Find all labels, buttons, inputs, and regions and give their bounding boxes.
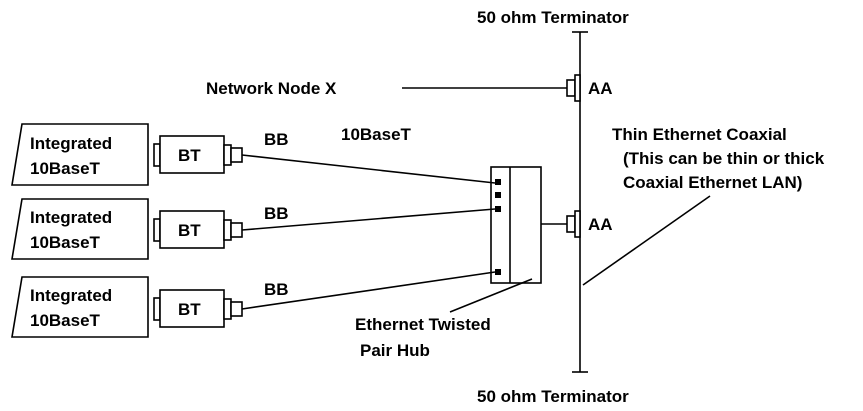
connector-aa-top bbox=[566, 79, 576, 97]
twisted-pair-cable-1 bbox=[241, 154, 496, 184]
hub-leader-line bbox=[449, 278, 533, 313]
hub-label-line2: Pair Hub bbox=[360, 341, 430, 360]
ethernet-hub bbox=[490, 166, 542, 284]
hub-port-2 bbox=[495, 192, 501, 198]
network-node-label: Network Node X bbox=[206, 79, 337, 98]
terminator-top-label: 50 ohm Terminator bbox=[477, 8, 629, 27]
device-1-label-line2: 10BaseT bbox=[30, 159, 101, 178]
hub-label-line1: Ethernet Twisted bbox=[355, 315, 491, 334]
device-2-connector bbox=[153, 218, 161, 242]
device-2-label-line2: 10BaseT bbox=[30, 233, 101, 252]
transceiver-bt-3-tip bbox=[230, 301, 243, 317]
transceiver-bt-3-plug bbox=[223, 298, 232, 320]
device-3-label-line1: Integrated bbox=[30, 286, 112, 305]
hub-port-3 bbox=[495, 206, 501, 212]
cable-bb-3-label: BB bbox=[264, 280, 289, 299]
device-3-connector bbox=[153, 297, 161, 321]
transceiver-bt-3-label: BT bbox=[178, 300, 201, 319]
connector-aa-mid-label: AA bbox=[588, 215, 613, 234]
terminator-bottom-label: 50 ohm Terminator bbox=[477, 387, 629, 406]
hub-port-4 bbox=[495, 269, 501, 275]
hub-port-1 bbox=[495, 179, 501, 185]
integrated-device-1 bbox=[11, 123, 149, 186]
transceiver-bt-2-label: BT bbox=[178, 221, 201, 240]
transceiver-bt-2-plug bbox=[223, 219, 232, 241]
cable-bb-2-label: BB bbox=[264, 204, 289, 223]
connector-aa-top-label: AA bbox=[588, 79, 613, 98]
transceiver-bt-1-tip bbox=[230, 147, 243, 163]
cable-bb-1-label: BB bbox=[264, 130, 289, 149]
coax-label-line3: Coaxial Ethernet LAN) bbox=[623, 173, 802, 192]
twisted-pair-cable-3 bbox=[241, 271, 496, 310]
connector-aa-top-plug bbox=[574, 74, 581, 102]
device-3-label-line2: 10BaseT bbox=[30, 311, 101, 330]
integrated-device-2 bbox=[11, 198, 149, 260]
connector-aa-mid bbox=[566, 215, 576, 233]
station-1: Integrated 10BaseT BT BB bbox=[11, 123, 496, 186]
device-1-connector bbox=[153, 143, 161, 167]
station-2: Integrated 10BaseT BT BB bbox=[11, 198, 496, 260]
coax-leader-line bbox=[582, 195, 711, 286]
connector-aa-mid-plug bbox=[574, 210, 581, 238]
station-3: Integrated 10BaseT BT BB bbox=[11, 271, 496, 338]
device-1-label-line1: Integrated bbox=[30, 134, 112, 153]
twisted-pair-cable-2 bbox=[241, 208, 496, 231]
tenbaset-label: 10BaseT bbox=[341, 125, 412, 144]
transceiver-bt-1-label: BT bbox=[178, 146, 201, 165]
transceiver-bt-2-tip bbox=[230, 222, 243, 238]
coax-label-line1: Thin Ethernet Coaxial bbox=[612, 125, 787, 144]
coax-label-line2: (This can be thin or thick bbox=[623, 149, 825, 168]
integrated-device-3 bbox=[11, 276, 149, 338]
transceiver-bt-1-plug bbox=[223, 144, 232, 166]
transceiver-bt-2 bbox=[159, 210, 225, 249]
device-2-label-line1: Integrated bbox=[30, 208, 112, 227]
